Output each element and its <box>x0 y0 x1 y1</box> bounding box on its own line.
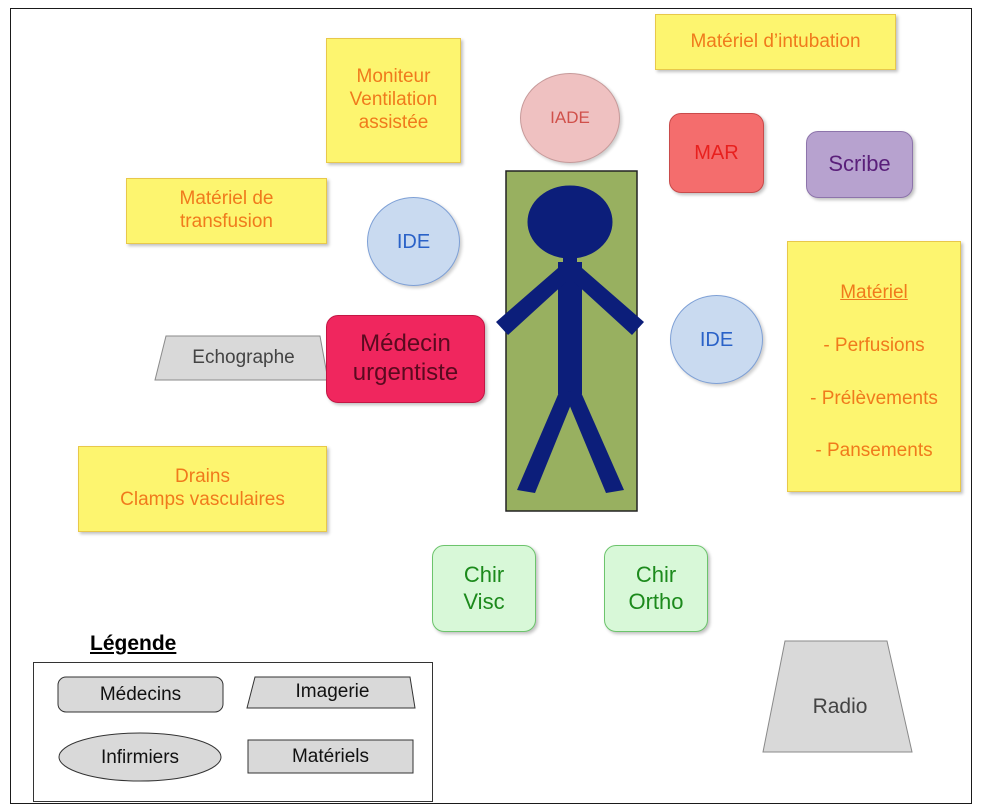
legend-materiels-shape <box>247 739 414 774</box>
legend-title: Légende <box>90 632 177 655</box>
chir-ortho-line-1: Chir <box>635 562 677 588</box>
medecin-urgentiste-box: Médecin urgentiste <box>326 315 485 403</box>
transfusion-line-2: transfusion <box>180 211 273 232</box>
legend-frame <box>33 662 433 802</box>
materiel-intubation-label: Matériel d’intubation <box>690 30 861 52</box>
materiel-list-item: - Perfusions <box>823 334 925 356</box>
chir-visc-line-1: Chir <box>463 562 505 588</box>
legend-infirmiers-label: Infirmiers <box>100 747 180 768</box>
mar-label: MAR <box>694 142 739 164</box>
materiel-list-item: - Pansements <box>815 440 933 462</box>
moniteur-box: Moniteur Ventilation assistée <box>326 38 461 163</box>
diagram-frame <box>10 8 972 804</box>
transfusion-line-1: Matériel de <box>179 188 274 210</box>
materiel-transfusion-box: Matériel de transfusion <box>126 178 327 244</box>
moniteur-line-1: Moniteur <box>356 66 431 88</box>
legend-medecins-shape <box>57 676 224 713</box>
drains-box: Drains Clamps vasculaires <box>78 446 327 532</box>
materiel-intubation-box: Matériel d’intubation <box>655 14 896 70</box>
ide-left-label: IDE <box>396 230 431 253</box>
moniteur-line-3: assistée <box>358 111 429 133</box>
legend-infirmiers-shape <box>58 732 222 782</box>
radio-shape <box>762 640 913 753</box>
materiel-list-box: Matériel - Perfusions - Prélèvements - P… <box>787 241 961 492</box>
ide-right-label: IDE <box>699 328 734 351</box>
materiel-list-item: - Prélèvements <box>810 387 938 409</box>
chir-ortho-line-2: Ortho <box>628 588 684 614</box>
mar-box: MAR <box>669 113 764 193</box>
legend-imagerie-shape <box>246 676 416 709</box>
patient-figure <box>496 185 644 493</box>
medecin-line-2: urgentiste <box>352 359 459 386</box>
legend-medecins-label: Médecins <box>99 684 182 705</box>
chir-ortho-box: Chir Ortho <box>604 545 708 632</box>
iade-circle: IADE <box>520 73 620 163</box>
chir-visc-box: Chir Visc <box>432 545 536 632</box>
chir-visc-line-2: Visc <box>463 588 505 614</box>
moniteur-line-2: Ventilation <box>349 89 438 111</box>
materiel-list-title: Matériel <box>840 282 908 303</box>
ide-right-circle: IDE <box>670 295 763 384</box>
legend-materiels-label: Matériels <box>291 746 370 767</box>
medecin-line-1: Médecin <box>360 330 451 358</box>
scribe-label: Scribe <box>828 151 891 177</box>
scribe-box: Scribe <box>806 131 913 198</box>
radio-label: Radio <box>812 695 868 718</box>
iade-label: IADE <box>550 107 590 127</box>
drains-line-1: Drains <box>175 466 230 488</box>
drains-line-2: Clamps vasculaires <box>120 489 285 510</box>
legend-imagerie-label: Imagerie <box>295 681 370 702</box>
ide-left-circle: IDE <box>367 197 460 286</box>
echographe-label: Echographe <box>192 347 295 368</box>
